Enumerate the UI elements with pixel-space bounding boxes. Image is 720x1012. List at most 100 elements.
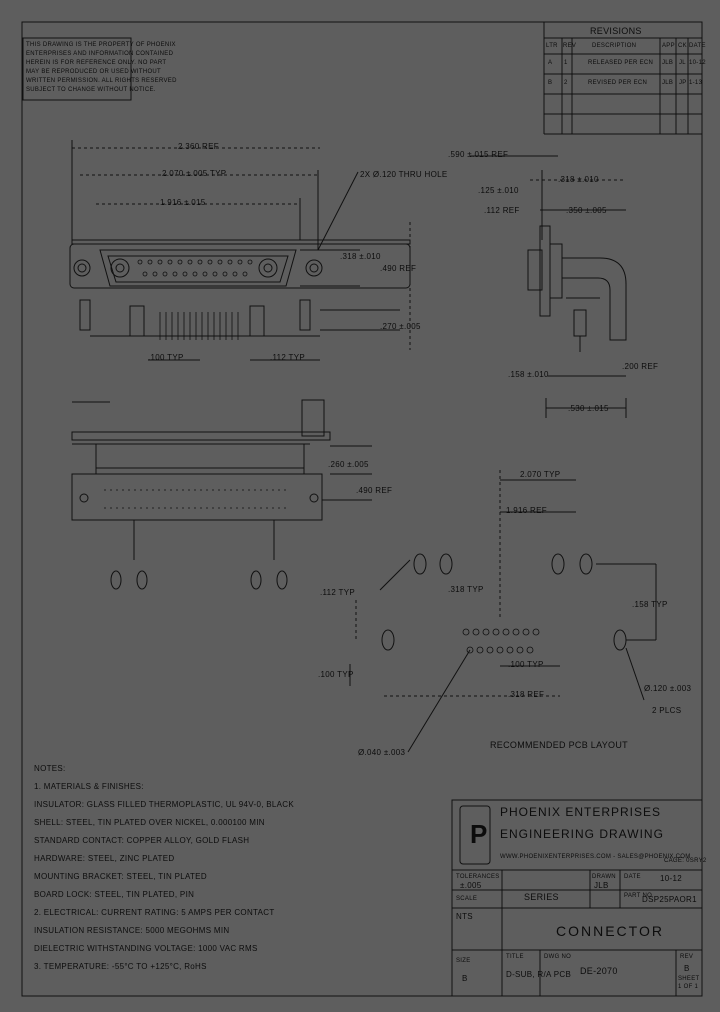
dim-pcb-d: .318 TYP [448, 585, 484, 594]
logo-icon: P [470, 819, 490, 849]
part-label: PART NO [624, 893, 653, 899]
dim-hole-dia: Ø.120 ±.003 [644, 684, 692, 693]
tol-label: TOLERANCES [456, 874, 500, 880]
note-line: DIELECTRIC WITHSTANDING VOLTAGE: 1000 VA… [34, 944, 258, 953]
note-line: STANDARD CONTACT: COPPER ALLOY, GOLD FLA… [34, 836, 250, 845]
title-value: D-SUB, R/A PCB [506, 970, 572, 979]
dim-hole-dia2: 2 PLCS [652, 706, 682, 715]
dim-shell: 1.916 ±.015 [160, 198, 206, 207]
dim-pitch-b: .112 TYP [270, 353, 306, 362]
rev-header-app: APP [662, 43, 675, 49]
disclaimer-line: WRITTEN PERMISSION. ALL RIGHTS RESERVED [26, 78, 177, 84]
company-name: PHOENIX ENTERPRISES [500, 805, 662, 819]
date-value: 10-12 [660, 874, 682, 883]
rev-cell: A [548, 60, 553, 66]
note-line: SHELL: STEEL, TIN PLATED OVER NICKEL, 0.… [34, 818, 265, 827]
dim-pcb-e: .158 TYP [632, 600, 668, 609]
revisions-title: REVISIONS [590, 26, 642, 36]
dim-pcb-a: 2.070 TYP [520, 470, 561, 479]
rev-label: REV [680, 954, 694, 960]
dim-tail: .158 ±.010 [508, 370, 549, 379]
rev-cell: JLB [662, 80, 674, 86]
rev-header-rev: REV [563, 43, 577, 49]
rev-cell: REVISED PER ECN [588, 80, 648, 86]
note-line: 1. MATERIALS & FINISHES: [34, 782, 144, 791]
scale-value: NTS [456, 912, 473, 921]
disclaimer-box [22, 37, 132, 101]
sheet-border [21, 21, 703, 997]
side-view [470, 155, 627, 418]
rev-cell: 1 [564, 60, 568, 66]
rev-header-ck: CK [678, 43, 687, 49]
dim-side-d: .112 REF [484, 206, 520, 215]
pcb-layout [349, 470, 657, 753]
rev-cell: 10-12 [689, 60, 706, 66]
size-value: B [462, 974, 468, 983]
date-label: DATE [624, 874, 641, 880]
main-title: CONNECTOR [556, 923, 664, 939]
dim-overall: 2.360 REF [178, 142, 219, 151]
dim-side-e: .350 ±.005 [566, 206, 607, 215]
front-view [69, 140, 411, 361]
revision-table [543, 22, 702, 135]
disclaimer-line: HEREIN IS FOR REFERENCE ONLY. NO PART [26, 60, 167, 66]
rev-value: B [684, 964, 690, 973]
title-label: TITLE [506, 954, 524, 960]
note-line: HARDWARE: STEEL, ZINC PLATED [34, 854, 175, 863]
rev-cell: JP [679, 80, 687, 86]
rev-cell: RELEASED PER ECN [588, 60, 654, 66]
disclaimer-line: SUBJECT TO CHANGE WITHOUT NOTICE. [26, 87, 156, 93]
top-view [71, 399, 372, 590]
cage-code: CAGE: 0SRY2 [664, 858, 707, 864]
disclaimer-line: ENTERPRISES AND INFORMATION CONTAINED [26, 51, 174, 57]
dim-pcb-g: .100 TYP [508, 660, 544, 669]
dim-hole-note: 2X Ø.120 THRU HOLE [360, 170, 448, 179]
rev-cell: 1-13 [689, 80, 703, 86]
rev-header-ltr: LTR [546, 43, 558, 49]
note-line: BOARD LOCK: STEEL, TIN PLATED, PIN [34, 890, 195, 899]
disclaimer-line: MAY BE REPRODUCED OR USED WITHOUT [26, 69, 162, 75]
dim-insert-h: .270 ±.005 [380, 322, 421, 331]
rev-cell: 2 [564, 80, 568, 86]
pcb-layout-label: RECOMMENDED PCB LAYOUT [490, 740, 628, 750]
tol-value: ±.005 [460, 881, 482, 890]
rev-cell: B [548, 80, 553, 86]
dim-height: .490 REF [380, 264, 417, 273]
dim-mounting: 2.070 ±.005 TYP [162, 169, 227, 178]
note-line: 2. ELECTRICAL: CURRENT RATING: 5 AMPS PE… [34, 908, 275, 917]
note-line: MOUNTING BRACKET: STEEL, TIN PLATED [34, 872, 207, 881]
dim-pitch-a: .100 TYP [148, 353, 184, 362]
company-contact: WWW.PHOENIXENTERPRISES.COM - SALES@PHOEN… [500, 854, 691, 860]
note-line: INSULATION RESISTANCE: 5000 MEGOHMS MIN [34, 926, 230, 935]
note-line: INSULATOR: GLASS FILLED THERMOPLASTIC, U… [34, 800, 294, 809]
dwg-label: DWG NO [544, 954, 572, 960]
disclaimer-line: THIS DRAWING IS THE PROPERTY OF PHOENIX [26, 42, 176, 48]
part-value: DSP25PAOR1 [642, 895, 697, 904]
company-subtitle: ENGINEERING DRAWING [500, 827, 664, 841]
dim-tail-b: .200 REF [622, 362, 659, 371]
note-line: 3. TEMPERATURE: -55°C TO +125°C, RoHS [34, 962, 207, 971]
rev-cell: JL [679, 60, 686, 66]
sheet-label: SHEET [678, 976, 700, 982]
dim-pcb-h: .318 REF [508, 690, 545, 699]
dim-side-c: .125 ±.010 [478, 186, 519, 195]
drawn-label: DRAWN [592, 874, 616, 880]
notes-title: NOTES: [34, 764, 66, 773]
dim-side-a: .590 ±.015 REF [448, 150, 509, 159]
drawn-value: JLB [594, 881, 609, 890]
scale-label: SCALE [456, 896, 478, 902]
rev-cell: JLB [662, 60, 674, 66]
dim-pcb-c: .112 TYP [320, 588, 356, 597]
dim-width-b: .530 ±.015 [568, 404, 609, 413]
dim-pcb-f: .100 TYP [318, 670, 354, 679]
series-label: SERIES [524, 892, 559, 902]
dwg-value: DE-2070 [580, 966, 618, 976]
dim-pcb-b: 1.916 REF [506, 506, 547, 515]
size-label: SIZE [456, 958, 471, 964]
dim-front-w: .490 REF [356, 486, 393, 495]
rev-header-date: DATE [689, 43, 706, 49]
sheet-value: 1 OF 1 [678, 984, 699, 990]
dim-shell-h: .318 ±.010 [340, 252, 381, 261]
